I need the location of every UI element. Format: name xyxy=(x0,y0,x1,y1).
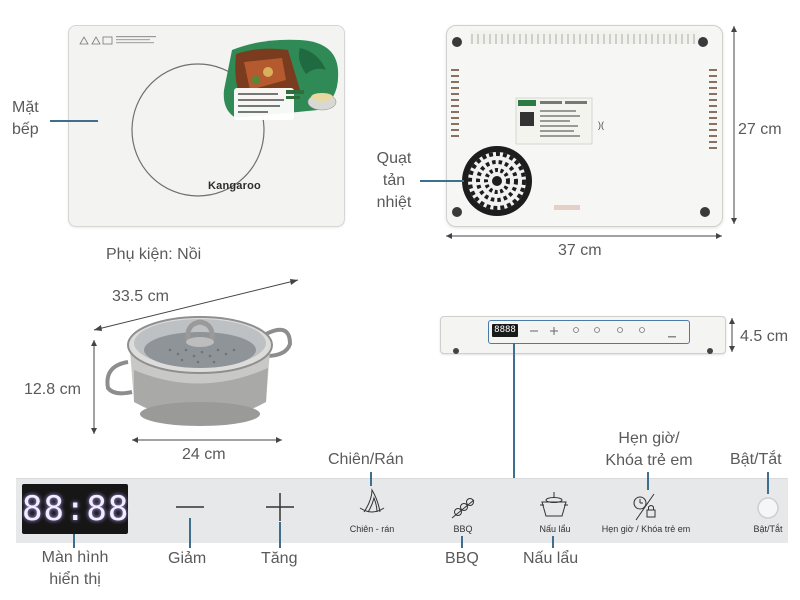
leader-quat-tan-nhiet xyxy=(420,180,464,182)
label-man-hinh: Màn hình hiển thị xyxy=(41,549,109,588)
cooktop-side-view xyxy=(440,316,726,354)
label-4-5cm: 4.5 cm xyxy=(740,328,789,345)
label-quat-tan-nhiet: Quạt tản nhiệt xyxy=(376,150,412,211)
svg-text:)(: )( xyxy=(598,120,604,130)
label-mat-bep: Mặt bếp xyxy=(12,99,39,138)
mini-display: 8888 xyxy=(492,324,518,337)
label-27cm: 27 cm xyxy=(738,121,782,138)
leader-mat-bep xyxy=(50,120,98,122)
leader-hen-gio xyxy=(647,472,649,490)
label-bbq: BBQ xyxy=(445,550,479,567)
display-screen xyxy=(22,484,128,534)
power-text: Bật/Tắt xyxy=(753,524,783,534)
leader-bbq xyxy=(461,536,463,548)
label-12-8cm: 12.8 cm xyxy=(24,381,81,398)
label-giam: Giảm xyxy=(168,550,207,567)
label-33-5cm: 33.5 cm xyxy=(112,288,169,305)
leader-tang xyxy=(279,522,281,548)
leader-side-to-strip xyxy=(513,343,515,478)
label-37cm: 37 cm xyxy=(558,242,602,259)
label-bat-tat: Bật/Tắt xyxy=(730,451,782,468)
leader-nau-lau xyxy=(552,536,554,548)
leader-giam xyxy=(189,518,191,548)
bbq-text: BBQ xyxy=(453,524,473,534)
label-hen-gio: Hẹn giờ/ Khóa trẻ em xyxy=(605,430,693,469)
leader-chien-ran xyxy=(370,472,372,486)
control-strip xyxy=(16,478,788,543)
fry-text: Chiên - rán xyxy=(349,524,395,534)
label-chien-ran: Chiên/Rán xyxy=(328,451,404,468)
leader-bat-tat xyxy=(767,472,769,494)
kangaroo-logo: Kangaroo xyxy=(208,180,261,192)
label-phu-kien: Phụ kiện: Nồi xyxy=(106,246,202,263)
display-digits: 88:88 xyxy=(22,489,130,529)
label-nau-lau: Nấu lẩu xyxy=(523,550,579,567)
leader-man-hinh xyxy=(73,534,75,548)
control-panel-highlight xyxy=(488,320,690,344)
label-tang: Tăng xyxy=(261,550,298,567)
timer-lock-text: Hẹn giờ / Khóa trẻ em xyxy=(601,524,691,534)
label-24cm: 24 cm xyxy=(182,446,226,463)
hotpot-text: Nấu lẩu xyxy=(539,524,571,534)
